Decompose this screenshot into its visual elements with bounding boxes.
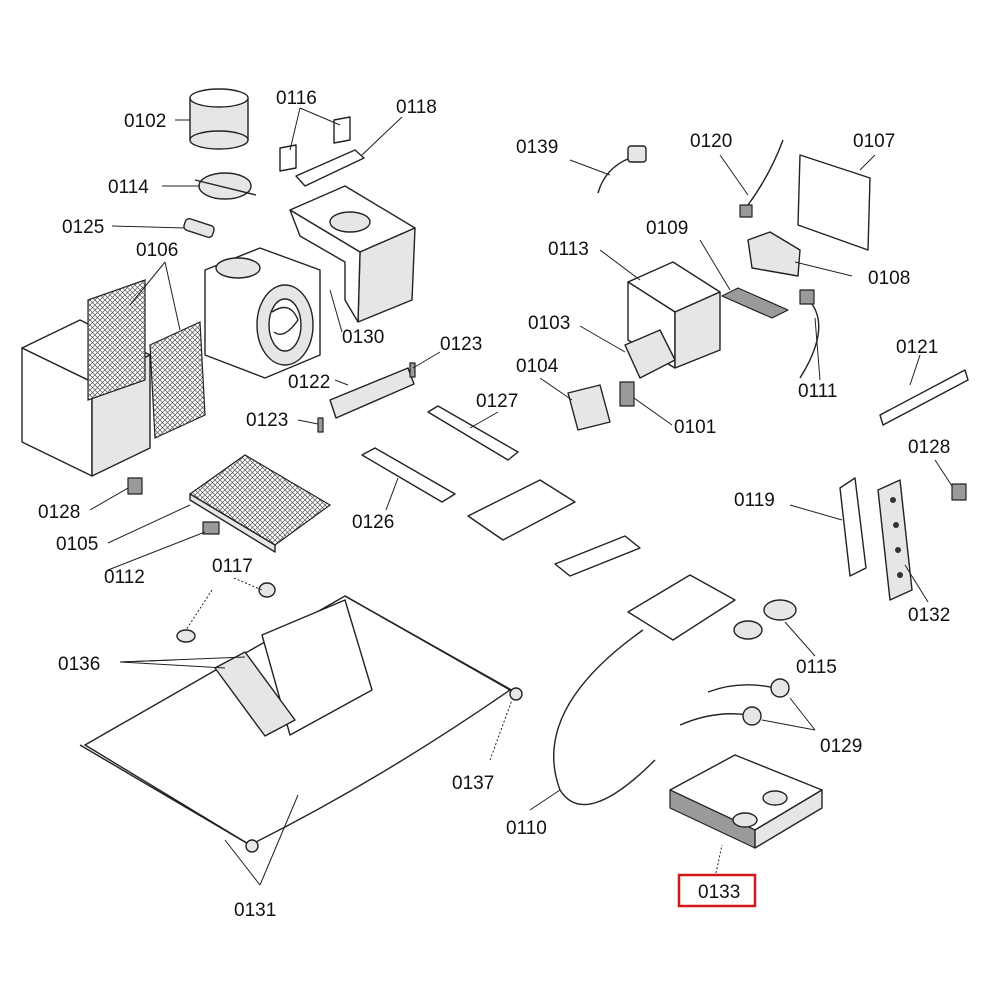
label-0119: 0119 [734, 490, 775, 511]
label-0131: 0131 [234, 900, 276, 921]
label-0109: 0109 [646, 218, 688, 239]
label-0128-left: 0128 [38, 502, 80, 523]
part-0126-channel [361, 447, 456, 503]
label-0130: 0130 [342, 327, 384, 348]
label-0127: 0127 [476, 391, 518, 412]
highlight-box-0133 [677, 873, 757, 908]
part-0117-knobs [176, 582, 276, 643]
label-0108: 0108 [868, 268, 910, 289]
label-0103: 0103 [528, 313, 570, 334]
part-0132-switch-block [877, 479, 913, 601]
label-0111: 0111 [798, 381, 837, 402]
part-0122-rail [329, 367, 415, 419]
part-0130-blower-motor [204, 247, 321, 379]
label-0121: 0121 [896, 337, 938, 358]
label-0102: 0102 [124, 111, 166, 132]
part-0139-power-cord [597, 145, 647, 194]
part-0127-rail [427, 405, 519, 461]
label-0128-right: 0128 [908, 437, 950, 458]
label-0133: 0133 [698, 882, 740, 903]
label-0115: 0115 [796, 657, 837, 678]
part-0120-wire [739, 139, 784, 218]
part-0116-brackets [279, 116, 351, 172]
label-0105: 0105 [56, 534, 98, 555]
part-0136-canopy [79, 595, 523, 853]
label-0123-top: 0123 [440, 334, 482, 355]
part-0106-filter-box [21, 279, 206, 477]
label-0118: 0118 [396, 97, 437, 118]
part-0109-ballast [721, 287, 789, 319]
leader-lines [89, 107, 953, 886]
label-0139: 0139 [516, 137, 558, 158]
label-0117: 0117 [212, 556, 253, 577]
label-0123-left: 0123 [246, 410, 288, 431]
part-0129-leds [679, 678, 790, 726]
part-0130-motor-housing [289, 185, 416, 323]
part-0133-control-tray [669, 754, 823, 849]
part-0128-clip-left [127, 477, 143, 495]
label-0136: 0136 [58, 654, 100, 675]
part-0128-clip-right [951, 483, 967, 501]
part-small-plate [554, 535, 641, 577]
part-0114-damper-flap [194, 172, 257, 200]
part-0112-latch [202, 521, 220, 535]
label-0113: 0113 [548, 239, 589, 260]
part-0107-cover-plate [797, 154, 871, 251]
part-0103-terminal-board [619, 329, 676, 407]
label-0114: 0114 [108, 177, 149, 198]
part-0104-board [567, 384, 611, 431]
part-0115-pcb [627, 574, 797, 641]
label-0107: 0107 [853, 131, 895, 152]
label-0132: 0132 [908, 605, 950, 626]
part-0108-starter [747, 231, 801, 277]
part-0102-duct-collar [189, 88, 249, 150]
label-0106: 0106 [136, 240, 178, 261]
label-0120: 0120 [690, 131, 732, 152]
part-0123-screws [317, 362, 416, 433]
label-0129: 0129 [820, 736, 862, 757]
part-0125-capacitor [183, 217, 215, 239]
part-0111-wire [799, 289, 820, 379]
label-0101: 0101 [674, 417, 716, 438]
label-0104: 0104 [516, 356, 559, 377]
part-0119-channel [839, 477, 867, 577]
part-0110-cable [553, 629, 656, 806]
label-0125: 0125 [62, 217, 104, 238]
label-0110: 0110 [506, 818, 547, 839]
label-0137: 0137 [452, 773, 494, 794]
label-0126: 0126 [352, 512, 394, 533]
part-0121-bar [879, 369, 969, 426]
part-labels: 0102 0116 0118 0114 0125 0106 0130 0123 … [38, 88, 950, 921]
part-tray [467, 479, 576, 541]
part-0105-grease-filter [188, 454, 332, 553]
label-0116: 0116 [276, 88, 317, 109]
label-0112: 0112 [104, 567, 145, 588]
part-0118-plate [295, 149, 365, 187]
label-0122: 0122 [288, 372, 330, 393]
